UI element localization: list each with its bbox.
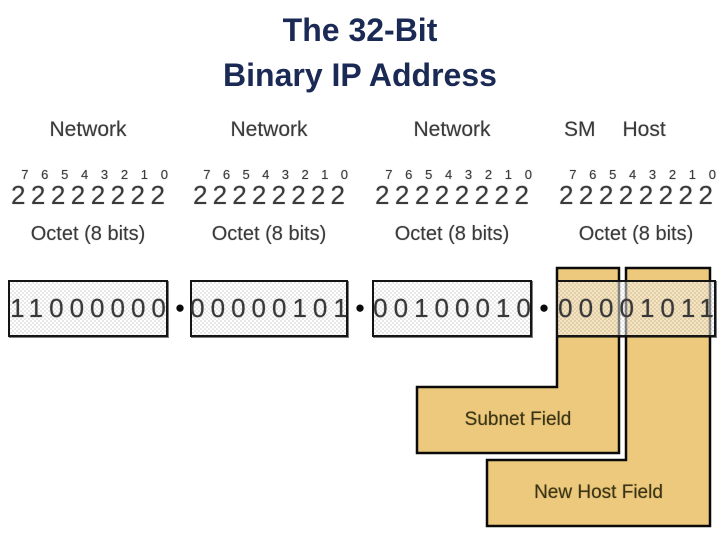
octet-bits-label: Octet (8 bits) — [211, 223, 327, 245]
subnet-field-label: Subnet Field — [464, 409, 572, 430]
binary-octet-value-4: 00001011 — [558, 293, 720, 323]
binary-octet-value-3: 00100010 — [373, 293, 537, 323]
subnet-mask-header-label: SM — [564, 118, 596, 141]
title-line-1: The 32-Bit — [282, 12, 438, 48]
binary-octet-box-3: 00100010 — [372, 280, 532, 337]
new-host-field-label: New Host Field — [534, 482, 663, 503]
binary-octet-value-1: 11000000 — [10, 293, 172, 323]
column-header-network-2: Network — [230, 118, 308, 141]
slide-title: The 32-Bit Binary IP Address — [0, 8, 720, 98]
octet-bits-label: Octet (8 bits) — [30, 223, 146, 245]
octet-bits-label: Octet (8 bits) — [578, 223, 694, 245]
octet-separator-dot: ● — [538, 298, 550, 317]
octet-bits-label: Octet (8 bits) — [394, 223, 510, 245]
binary-octet-box-2: 00000101 — [190, 280, 348, 337]
binary-octet-box-4: 00001011 — [556, 280, 716, 337]
octet-separator-dot: ● — [174, 298, 186, 317]
host-header-label: Host — [622, 118, 666, 141]
binary-octet-box-1: 11000000 — [8, 280, 168, 337]
binary-octet-value-2: 00000101 — [190, 293, 354, 323]
title-line-2: Binary IP Address — [223, 57, 497, 93]
column-header-sm-host: SM Host — [556, 118, 716, 142]
column-header-network-3: Network — [413, 118, 491, 141]
octet-separator-dot: ● — [354, 298, 366, 317]
column-header-network-1: Network — [49, 118, 127, 141]
